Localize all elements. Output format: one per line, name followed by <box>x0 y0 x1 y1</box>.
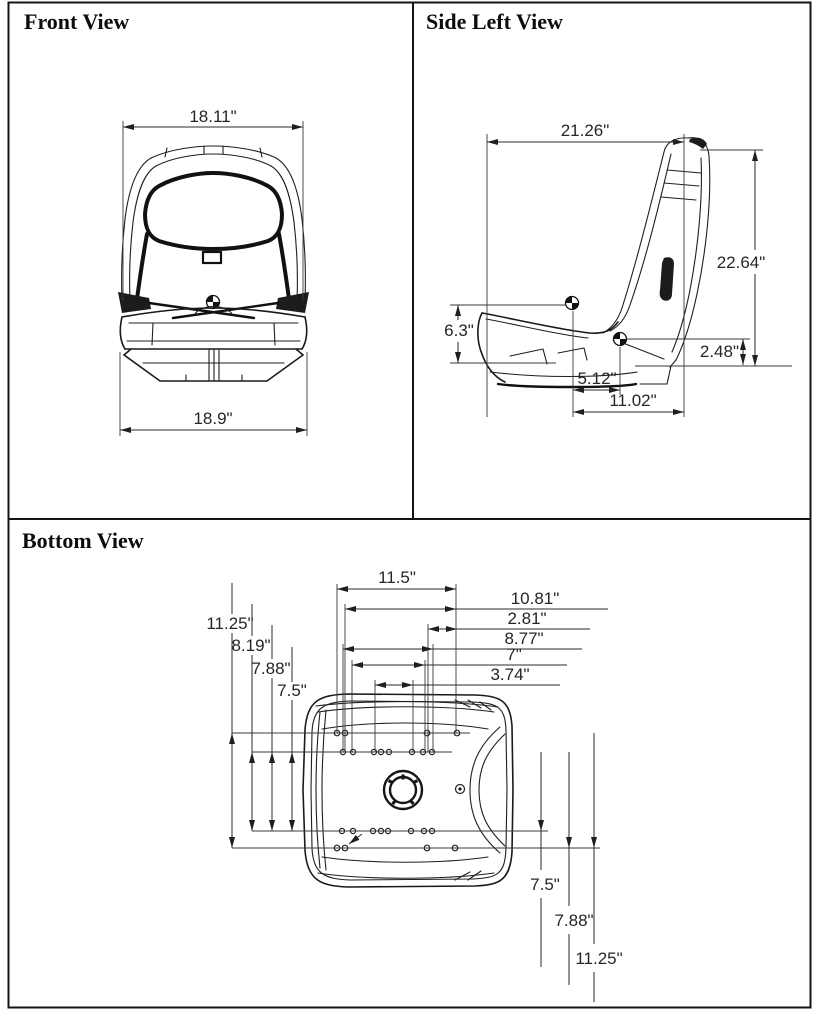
side-depth-dimension: 21.26" <box>486 121 685 417</box>
dimension-label-front-bottom-width: 18.9" <box>193 409 232 428</box>
side-rear-offset-dimension: 2.48" <box>627 338 750 365</box>
side-pin-hole <box>454 783 466 795</box>
backrest-handle <box>659 257 674 301</box>
bottom-dim-3-74: 3.74" <box>374 665 560 752</box>
dimension-label-left-7-88: 7.88" <box>251 659 290 678</box>
front-bottom-width-dimension: 18.9" <box>119 352 308 436</box>
dimension-label-cushion-height: 6.3" <box>444 321 474 340</box>
side-height-dimension: 22.64" <box>635 149 792 367</box>
side-mount-total-dimension: 11.02" <box>573 391 684 415</box>
dimension-label-8-77: 8.77" <box>504 629 543 648</box>
bottom-view-title: Bottom View <box>22 528 144 553</box>
bottom-dim-2-81: 2.81" <box>427 609 590 752</box>
side-left-view-drawing <box>477 137 711 389</box>
dimension-label-mount-front-spacing: 5.12" <box>577 369 616 388</box>
front-top-width-dimension: 18.11" <box>122 107 304 301</box>
bottom-left-dim-11-25: 11.25" <box>206 583 254 848</box>
panel-borders <box>7 1 812 1009</box>
bottom-right-dim-7-88: 7.88" <box>554 752 594 985</box>
dimension-label-overall-depth: 21.26" <box>561 121 610 140</box>
bottom-right-dim-11-25: 11.25" <box>575 733 623 1002</box>
bottom-view-drawing <box>302 693 514 888</box>
front-view-drawing <box>118 145 309 382</box>
hole-leader-arrow <box>348 833 363 845</box>
dimension-label-left-11-25: 11.25" <box>206 614 253 633</box>
hub-inner-ring <box>388 775 418 805</box>
front-view-title: Front View <box>24 9 129 34</box>
mounting-holes <box>333 729 461 852</box>
outer-border <box>7 1 812 1009</box>
dimension-label-mount-total-spacing: 11.02" <box>609 391 656 410</box>
bottom-top-width-dimension: 11.5" <box>336 568 457 733</box>
bottom-left-dim-7-88: 7.88" <box>251 625 291 831</box>
dimension-label-bottom-7-5: 7.5" <box>530 875 560 894</box>
center-mark-side-front <box>564 295 580 311</box>
bottom-dim-8-77: 8.77" <box>342 629 582 752</box>
bottom-left-dim-8-19: 8.19" <box>231 604 271 831</box>
side-mount-front-dimension: 5.12" <box>572 311 621 417</box>
dimension-label-overall-height: 22.64" <box>717 253 766 272</box>
dimension-label-bottom-top-width: 11.5" <box>378 568 416 587</box>
dimension-label-7: 7" <box>506 645 522 664</box>
dimension-label-left-7-5: 7.5" <box>277 681 307 700</box>
dimension-label-bottom-11-25: 11.25" <box>575 949 622 968</box>
dimension-label-3-74: 3.74" <box>490 665 529 684</box>
dimension-label-bottom-7-88: 7.88" <box>554 911 593 930</box>
center-mark-side-rear <box>612 331 628 347</box>
bottom-dim-10-81: 10.81" <box>344 589 608 752</box>
dimension-label-2-81: 2.81" <box>507 609 546 628</box>
dimension-label-left-8-19: 8.19" <box>231 636 270 655</box>
label-plate <box>201 250 223 265</box>
hub-notches <box>387 774 419 806</box>
dimension-label-10-81: 10.81" <box>511 589 560 608</box>
hub-outer-ring <box>382 769 424 811</box>
side-cushion-height-dimension: 6.3" <box>444 304 566 364</box>
side-left-view-title: Side Left View <box>426 9 563 34</box>
dimension-label-rear-offset: 2.48" <box>700 342 739 361</box>
bottom-dim-7: 7" <box>351 645 567 752</box>
bottom-right-dim-7-5: 7.5" <box>530 752 560 967</box>
bottom-left-dim-7-5: 7.5" <box>277 647 307 831</box>
dimension-label-front-top-width: 18.11" <box>189 107 236 126</box>
